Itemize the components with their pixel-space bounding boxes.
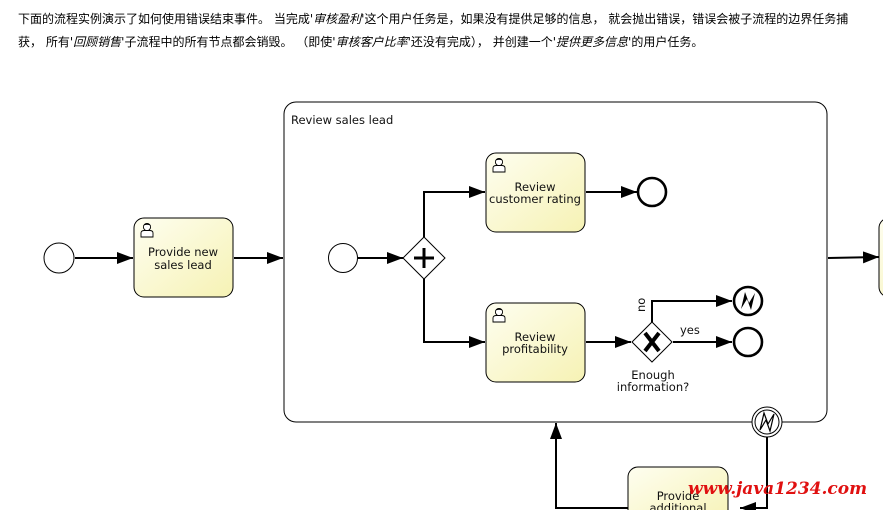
start-event-main[interactable] xyxy=(43,242,75,274)
x-icon xyxy=(643,331,661,353)
start-event-subprocess[interactable] xyxy=(328,243,358,273)
task-label: Review xyxy=(514,330,555,344)
exclusive-gateway[interactable]: Enough information? xyxy=(617,321,689,394)
task-label: additional xyxy=(649,501,706,510)
gateway-label: Enough xyxy=(631,368,674,382)
task-provide-additional[interactable]: Provide additional xyxy=(627,466,729,510)
task-label: customer rating xyxy=(489,192,581,206)
task-provide-new-sales-lead[interactable]: Provide new sales lead xyxy=(133,217,234,298)
task-review-customer-rating[interactable]: Review customer rating xyxy=(485,152,586,233)
flow-label-yes: yes xyxy=(680,323,700,337)
error-boundary-event[interactable] xyxy=(751,406,783,438)
parallel-gateway[interactable] xyxy=(402,236,446,280)
end-event-rating[interactable] xyxy=(636,176,668,208)
task-label: Review xyxy=(514,180,555,194)
intro-line-2: 获， 所有'回顾销售'子流程中的所有节点都会销毁。 （即使'审核客户比率'还没有… xyxy=(18,35,704,49)
watermark: www.java1234.com xyxy=(688,479,867,499)
intro-text: 下面的流程实例演示了如何使用错误结束事件。 当完成'审核盈利'这个用户任务是，如… xyxy=(18,8,878,54)
error-end-event[interactable] xyxy=(732,285,764,317)
flow-provide-additional-to-subprocess xyxy=(550,423,628,509)
task-review-profitability[interactable]: Review profitability xyxy=(485,302,586,383)
flow-gateway-no xyxy=(651,295,732,322)
error-icon xyxy=(741,292,755,310)
flow-fork-to-profitability xyxy=(423,279,485,348)
error-icon xyxy=(759,410,775,434)
end-event-yes[interactable] xyxy=(732,326,764,358)
flow-label-no: no xyxy=(634,298,648,312)
task-label: profitability xyxy=(502,342,568,356)
task-next-offscreen[interactable] xyxy=(878,218,883,297)
task-name-review-rating: 审核客户比率 xyxy=(335,35,408,49)
subprocess-label: Review sales lead xyxy=(291,113,393,127)
intro-line-1: 下面的流程实例演示了如何使用错误结束事件。 当完成'审核盈利'这个用户任务是，如… xyxy=(18,12,849,26)
plus-icon xyxy=(414,248,434,268)
gateway-label: information? xyxy=(617,380,689,394)
task-name-review-profit: 审核盈利 xyxy=(313,12,362,26)
flow-boundary-to-provide-additional xyxy=(740,437,768,510)
flow-subprocess-to-next xyxy=(827,251,880,264)
task-label: Provide new xyxy=(148,245,218,259)
task-label: sales lead xyxy=(154,258,212,272)
subprocess-name: 回顾销售 xyxy=(73,35,122,49)
flow-fork-to-rating xyxy=(423,186,485,237)
task-label: Provide xyxy=(657,489,700,503)
task-name-provide-info: 提供更多信息 xyxy=(556,35,629,49)
